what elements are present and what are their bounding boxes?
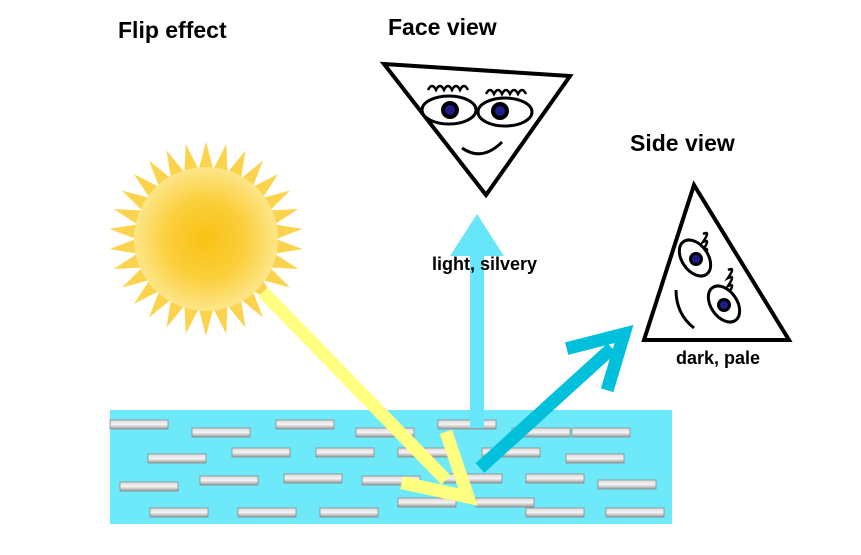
pigment-flake [199, 475, 259, 486]
pigment-flake [119, 481, 179, 492]
pigment-flake [605, 507, 665, 518]
flip-effect-title: Flip effect [118, 17, 227, 43]
pigment-flake [275, 419, 335, 430]
pigment-flake [109, 419, 169, 430]
dark-pale-label: dark, pale [676, 348, 760, 368]
face-view-title: Face view [388, 14, 497, 40]
pigment-flake [191, 427, 251, 438]
pigment-flake [437, 419, 497, 430]
pigment-flake [147, 453, 207, 464]
side-view-fish-icon [641, 180, 793, 342]
pigment-flake [237, 507, 297, 518]
pigment-flake [315, 447, 375, 458]
reflected-ray-diagonal [475, 324, 634, 473]
pigment-flake [571, 427, 631, 438]
face-view-fish-icon [379, 61, 574, 199]
reflected-ray-vertical [450, 214, 504, 428]
pigment-flake [319, 507, 379, 518]
pigment-flake [283, 473, 343, 484]
pigment-flake [525, 473, 585, 484]
pigment-flake [565, 453, 625, 464]
incident-ray [258, 287, 478, 506]
pigment-flake [597, 479, 657, 490]
light-silvery-label: light, silvery [432, 254, 537, 274]
pigment-flake [355, 427, 415, 438]
pigment-flake [149, 507, 209, 518]
sun-icon [109, 142, 303, 336]
side-view-title: Side view [630, 130, 735, 156]
pigment-flake [443, 473, 503, 484]
pigment-flake [475, 497, 535, 508]
pigment-flake [525, 507, 585, 518]
pigment-flake [231, 447, 291, 458]
pigment-flake [397, 497, 457, 508]
